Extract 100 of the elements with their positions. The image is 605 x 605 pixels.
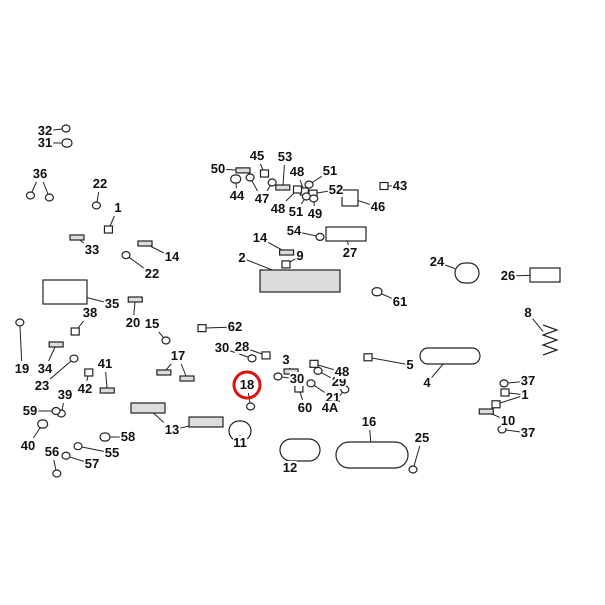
leader-line: [312, 176, 322, 183]
washer-part: [245, 173, 255, 182]
bracket-part: [281, 260, 291, 268]
bracket-part: [84, 368, 94, 377]
callout-number: 16: [362, 415, 376, 429]
leader-line: [86, 297, 104, 302]
leader-line: [346, 240, 349, 246]
callout-number: 31: [38, 136, 52, 150]
leader-line: [96, 192, 100, 203]
callout-number: 54: [286, 224, 302, 238]
washer-part: [302, 192, 311, 201]
rod-part: [100, 387, 115, 394]
callout-number: 45: [250, 149, 264, 163]
callout-number: 47: [254, 192, 270, 206]
leader-line: [236, 182, 237, 188]
leader-line: [500, 396, 521, 404]
bracket-part: [42, 279, 88, 305]
leader-line: [50, 360, 72, 380]
callout-number: 52: [328, 183, 344, 197]
washer-part: [273, 372, 283, 381]
washer-part: [309, 194, 318, 203]
callout-number: 23: [34, 379, 50, 393]
callout-number: 1: [521, 388, 529, 402]
callout-number: 51: [288, 205, 304, 219]
leader-line: [290, 258, 296, 262]
rod-part: [156, 369, 172, 376]
leader-line: [268, 242, 282, 250]
bracket-part: [500, 388, 510, 397]
callout-number: 39: [58, 388, 72, 402]
callout-number: 28: [234, 340, 250, 354]
leader-line: [53, 460, 57, 471]
rod-part: [235, 167, 251, 174]
washer-part: [121, 251, 131, 260]
callout-number: 60: [298, 401, 312, 415]
callout-number: 10: [500, 414, 516, 428]
washer-part: [247, 354, 257, 362]
callout-number: 38: [82, 306, 98, 320]
leader-line: [260, 164, 264, 170]
leader-line: [180, 426, 190, 429]
washer-part: [52, 469, 62, 478]
washer-part: [161, 336, 171, 345]
rod-part: [188, 416, 224, 428]
callout-number: 42: [78, 382, 92, 396]
leader-line: [507, 381, 520, 384]
leader-line: [62, 402, 64, 411]
cylinder-part: [99, 432, 111, 442]
leader-line: [316, 190, 328, 194]
rod-part: [275, 184, 290, 191]
callout-number: 62: [228, 320, 242, 334]
rod-part: [278, 249, 294, 256]
callout-number: 50: [210, 162, 226, 176]
leader-line: [250, 349, 262, 354]
callout-number: 2: [238, 251, 246, 265]
leader-line: [516, 274, 530, 276]
leader-line: [69, 456, 84, 462]
callout-number: 19: [14, 362, 30, 376]
callout-number: 49: [308, 207, 322, 221]
leader-line: [314, 202, 315, 206]
bracket-part: [104, 225, 114, 234]
washer-part: [306, 379, 316, 388]
washer-part: [315, 232, 325, 241]
leader-line: [48, 346, 56, 362]
leader-line: [166, 364, 172, 370]
leader-line: [158, 332, 164, 338]
rod-part: [128, 296, 143, 303]
callout-number: 27: [342, 246, 358, 260]
rod-part: [69, 234, 85, 241]
callout-number: 40: [20, 439, 36, 453]
callout-number: 20: [126, 316, 140, 330]
rod-part: [130, 402, 166, 414]
rod-part: [478, 408, 494, 415]
washer-part: [44, 193, 54, 202]
leader-line: [180, 364, 186, 376]
callout-number: 44: [230, 189, 244, 203]
bracket-part: [363, 353, 373, 362]
leader-line: [505, 430, 520, 432]
leader-line: [105, 372, 108, 388]
leader-line: [32, 428, 40, 438]
callout-number: 34: [38, 362, 52, 376]
washer-part: [51, 406, 61, 416]
callout-number: 36: [32, 167, 48, 181]
leader-line: [42, 182, 49, 195]
rod-part: [48, 341, 64, 348]
bracket-part: [491, 400, 501, 408]
bracket-part: [292, 185, 302, 194]
washer-part: [304, 180, 314, 189]
washer-part: [15, 318, 24, 327]
callout-number: 8: [524, 306, 532, 320]
callout-number: 18: [240, 378, 254, 392]
callout-number: 53: [278, 150, 292, 164]
callout-number: 17: [170, 349, 186, 363]
callout-number: 11: [233, 436, 247, 450]
leader-line: [372, 358, 406, 365]
leader-line: [248, 392, 250, 404]
leader-line: [266, 185, 271, 192]
callout-number: 13: [164, 423, 180, 437]
leader-line: [358, 200, 370, 205]
leader-line: [52, 128, 63, 131]
washer-part: [499, 379, 509, 388]
callout-number: 15: [144, 317, 160, 331]
